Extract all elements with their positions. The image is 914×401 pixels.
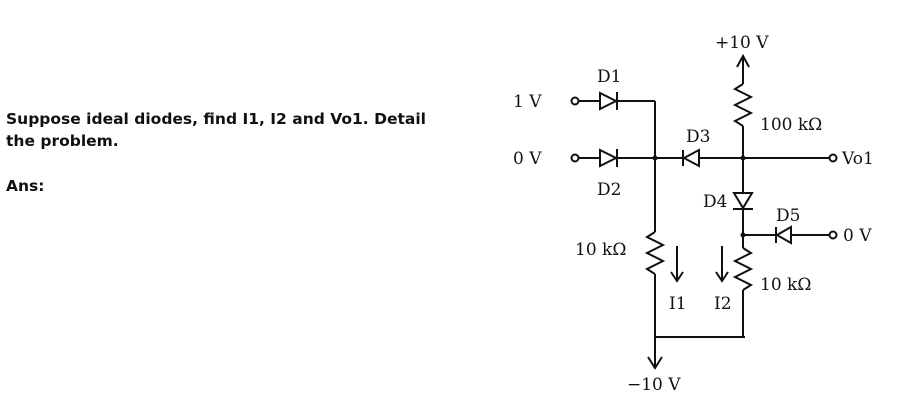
input2-label: 0 V bbox=[513, 149, 542, 169]
current1-arrow-icon bbox=[670, 271, 684, 283]
diode-d1-symbol bbox=[599, 91, 619, 111]
question-text: Suppose ideal diodes, find I1, I2 and Vo… bbox=[6, 110, 426, 150]
current2-arrow-icon bbox=[715, 271, 729, 283]
input5-label: 0 V bbox=[843, 226, 872, 246]
junction-dot bbox=[740, 155, 746, 161]
diode-d1-label: D1 bbox=[597, 67, 621, 87]
current2-label: I2 bbox=[714, 294, 732, 314]
resistor-top-label: 100 kΩ bbox=[760, 115, 822, 135]
junction-dot bbox=[652, 155, 658, 161]
resistor-right-symbol bbox=[732, 247, 754, 291]
resistor-top-symbol bbox=[732, 83, 754, 127]
resistor-left-label: 10 kΩ bbox=[575, 240, 626, 260]
diode-d4-symbol bbox=[732, 192, 754, 210]
diode-d4-label: D4 bbox=[703, 192, 727, 212]
input5-terminal bbox=[828, 230, 838, 240]
diode-d3-label: D3 bbox=[686, 127, 710, 147]
diode-d5-symbol bbox=[774, 225, 792, 245]
diode-d3-symbol bbox=[681, 148, 700, 168]
resistor-left-symbol bbox=[644, 231, 666, 275]
output-label: Vo1 bbox=[841, 149, 874, 169]
resistor-right-label: 10 kΩ bbox=[760, 275, 811, 295]
answer-label: Ans: bbox=[6, 177, 45, 195]
junction-dot bbox=[740, 232, 746, 238]
current1-label: I1 bbox=[669, 294, 687, 314]
diode-d2-symbol bbox=[599, 148, 619, 168]
supply-top-label: +10 V bbox=[715, 33, 769, 53]
supply-bottom-label: −10 V bbox=[627, 375, 681, 395]
arrow-down-icon bbox=[647, 356, 663, 370]
arrow-up-icon bbox=[736, 53, 750, 68]
diode-d5-label: D5 bbox=[776, 206, 800, 226]
input1-label: 1 V bbox=[513, 92, 542, 112]
diode-d2-label: D2 bbox=[597, 180, 621, 200]
input2-terminal bbox=[570, 153, 580, 163]
output-terminal bbox=[828, 153, 838, 163]
input1-terminal bbox=[570, 96, 580, 106]
